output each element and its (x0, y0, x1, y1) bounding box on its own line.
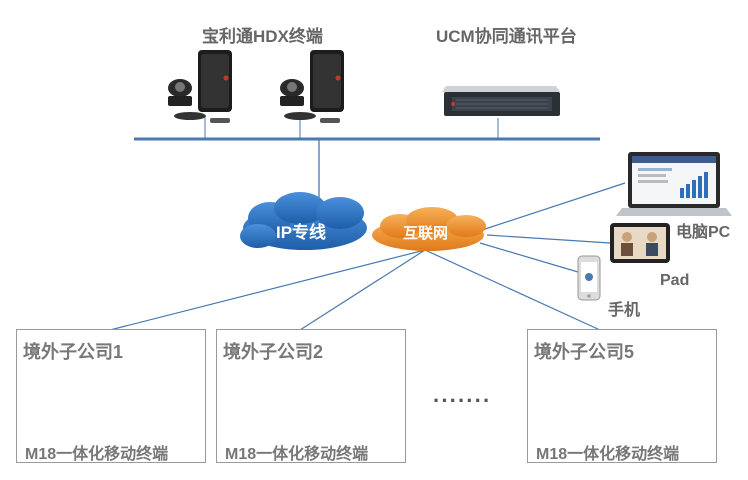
hdx-terminal-label: 宝利通HDX终端 (202, 27, 323, 46)
internet-cloud (372, 207, 486, 251)
link-pc (481, 182, 626, 231)
link-phone (479, 242, 579, 273)
hdx-terminal-1 (168, 50, 232, 123)
branch-box-5: 境外子公司5 M18一体化移动终端 (527, 329, 717, 463)
ucm-platform-label: UCM协同通讯平台 (436, 27, 577, 46)
branch-title: 境外子公司5 (534, 342, 635, 362)
ip-private-line-cloud (240, 192, 367, 250)
ip-cloud-label: IP专线 (276, 223, 327, 242)
internet-cloud-label: 互联网 (403, 225, 449, 242)
branch-box-1: 境外子公司1 M18一体化移动终端 (16, 329, 206, 463)
ucm-server (442, 86, 560, 116)
pad-label: Pad (660, 272, 690, 289)
branch-box-2: 境外子公司2 M18一体化移动终端 (216, 329, 406, 463)
branch-terminal-label: M18一体化移动终端 (25, 446, 169, 463)
mobile-phone-icon (577, 255, 601, 301)
branch-title: 境外子公司1 (23, 342, 124, 362)
tablet-pad-icon (610, 223, 670, 263)
branch-terminal-label: M18一体化移动终端 (536, 446, 680, 463)
ellipsis-more-branches: ······· (433, 388, 492, 413)
pc-label: 电脑PC (676, 224, 731, 241)
phone-label: 手机 (608, 302, 641, 319)
branch-terminal-label: M18一体化移动终端 (225, 446, 369, 463)
hdx-terminal-2 (280, 50, 344, 123)
link-branch5 (424, 249, 601, 331)
link-branch1 (109, 249, 426, 331)
link-branch2 (299, 249, 426, 331)
branch-title: 境外子公司2 (223, 342, 324, 362)
laptop-pc-icon (616, 152, 732, 216)
link-pad (486, 234, 611, 244)
